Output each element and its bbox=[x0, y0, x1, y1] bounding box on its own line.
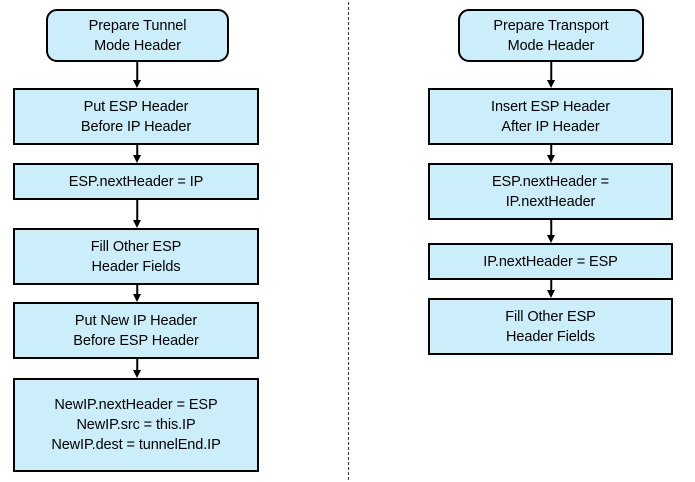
arrow-shaft bbox=[136, 285, 138, 295]
arrow-head bbox=[547, 235, 555, 243]
node-text-line: NewIP.nextHeader = ESP bbox=[54, 397, 218, 413]
arrow-shaft bbox=[136, 145, 138, 156]
node-tunnel-step-5: NewIP.nextHeader = ESP NewIP.src = this.… bbox=[13, 378, 259, 472]
arrow-head bbox=[133, 80, 141, 88]
arrow-head bbox=[547, 155, 555, 163]
node-text-line: Before ESP Header bbox=[73, 332, 199, 349]
node-transport-step-3: IP.nextHeader = ESP bbox=[428, 243, 673, 280]
arrow-head bbox=[133, 294, 141, 302]
arrow-head bbox=[547, 290, 555, 298]
node-text-line: Fill Other ESP bbox=[90, 238, 182, 255]
node-text-line: Prepare Transport bbox=[493, 17, 609, 34]
column-divider bbox=[348, 2, 349, 480]
arrow-shaft bbox=[550, 145, 552, 156]
node-text-line: ESP.nextHeader = bbox=[491, 173, 610, 190]
node-text-line: Header Fields bbox=[91, 258, 181, 275]
arrow-head bbox=[547, 80, 555, 88]
node-text-line: Put ESP Header bbox=[83, 98, 189, 115]
node-text-line: Insert ESP Header bbox=[491, 98, 610, 115]
node-text-line: IP.nextHeader bbox=[505, 193, 596, 210]
node-text-line: NewIP.dest = tunnelEnd.IP bbox=[51, 437, 221, 453]
arrow-shaft bbox=[136, 62, 138, 81]
arrow-shaft bbox=[550, 62, 552, 81]
node-transport-step-4: Fill Other ESP Header Fields bbox=[428, 298, 673, 355]
node-text-line: Header Fields bbox=[506, 328, 595, 345]
node-tunnel-step-4: Put New IP Header Before ESP Header bbox=[13, 302, 259, 359]
arrow-head bbox=[133, 370, 141, 378]
node-text-line: Mode Header bbox=[507, 37, 595, 54]
arrow-shaft bbox=[550, 280, 552, 291]
node-text-line: ESP.nextHeader = IP bbox=[68, 173, 204, 190]
node-text-line: Before IP Header bbox=[80, 118, 192, 135]
node-text-line: After IP Header bbox=[501, 118, 600, 135]
node-text-line: NewIP.src = this.IP bbox=[76, 417, 196, 433]
node-tunnel-step-1: Put ESP Header Before IP Header bbox=[13, 88, 259, 145]
node-transport-step-1: Insert ESP Header After IP Header bbox=[428, 88, 673, 145]
arrow-head bbox=[133, 155, 141, 163]
node-text-line: Prepare Tunnel bbox=[88, 17, 187, 34]
arrow-shaft bbox=[136, 200, 138, 221]
arrow-head bbox=[133, 220, 141, 228]
node-transport-start: Prepare Transport Mode Header bbox=[458, 9, 644, 62]
node-tunnel-step-3: Fill Other ESP Header Fields bbox=[13, 228, 259, 285]
arrow-shaft bbox=[136, 359, 138, 371]
node-tunnel-start: Prepare Tunnel Mode Header bbox=[46, 9, 229, 62]
node-text-line: IP.nextHeader = ESP bbox=[483, 253, 618, 270]
node-transport-step-2: ESP.nextHeader = IP.nextHeader bbox=[428, 163, 673, 220]
node-tunnel-step-2: ESP.nextHeader = IP bbox=[13, 163, 259, 200]
node-text-line: Fill Other ESP bbox=[505, 308, 596, 325]
node-text-line: Put New IP Header bbox=[74, 312, 198, 329]
arrow-shaft bbox=[550, 220, 552, 236]
node-text-line: Mode Header bbox=[94, 37, 181, 54]
